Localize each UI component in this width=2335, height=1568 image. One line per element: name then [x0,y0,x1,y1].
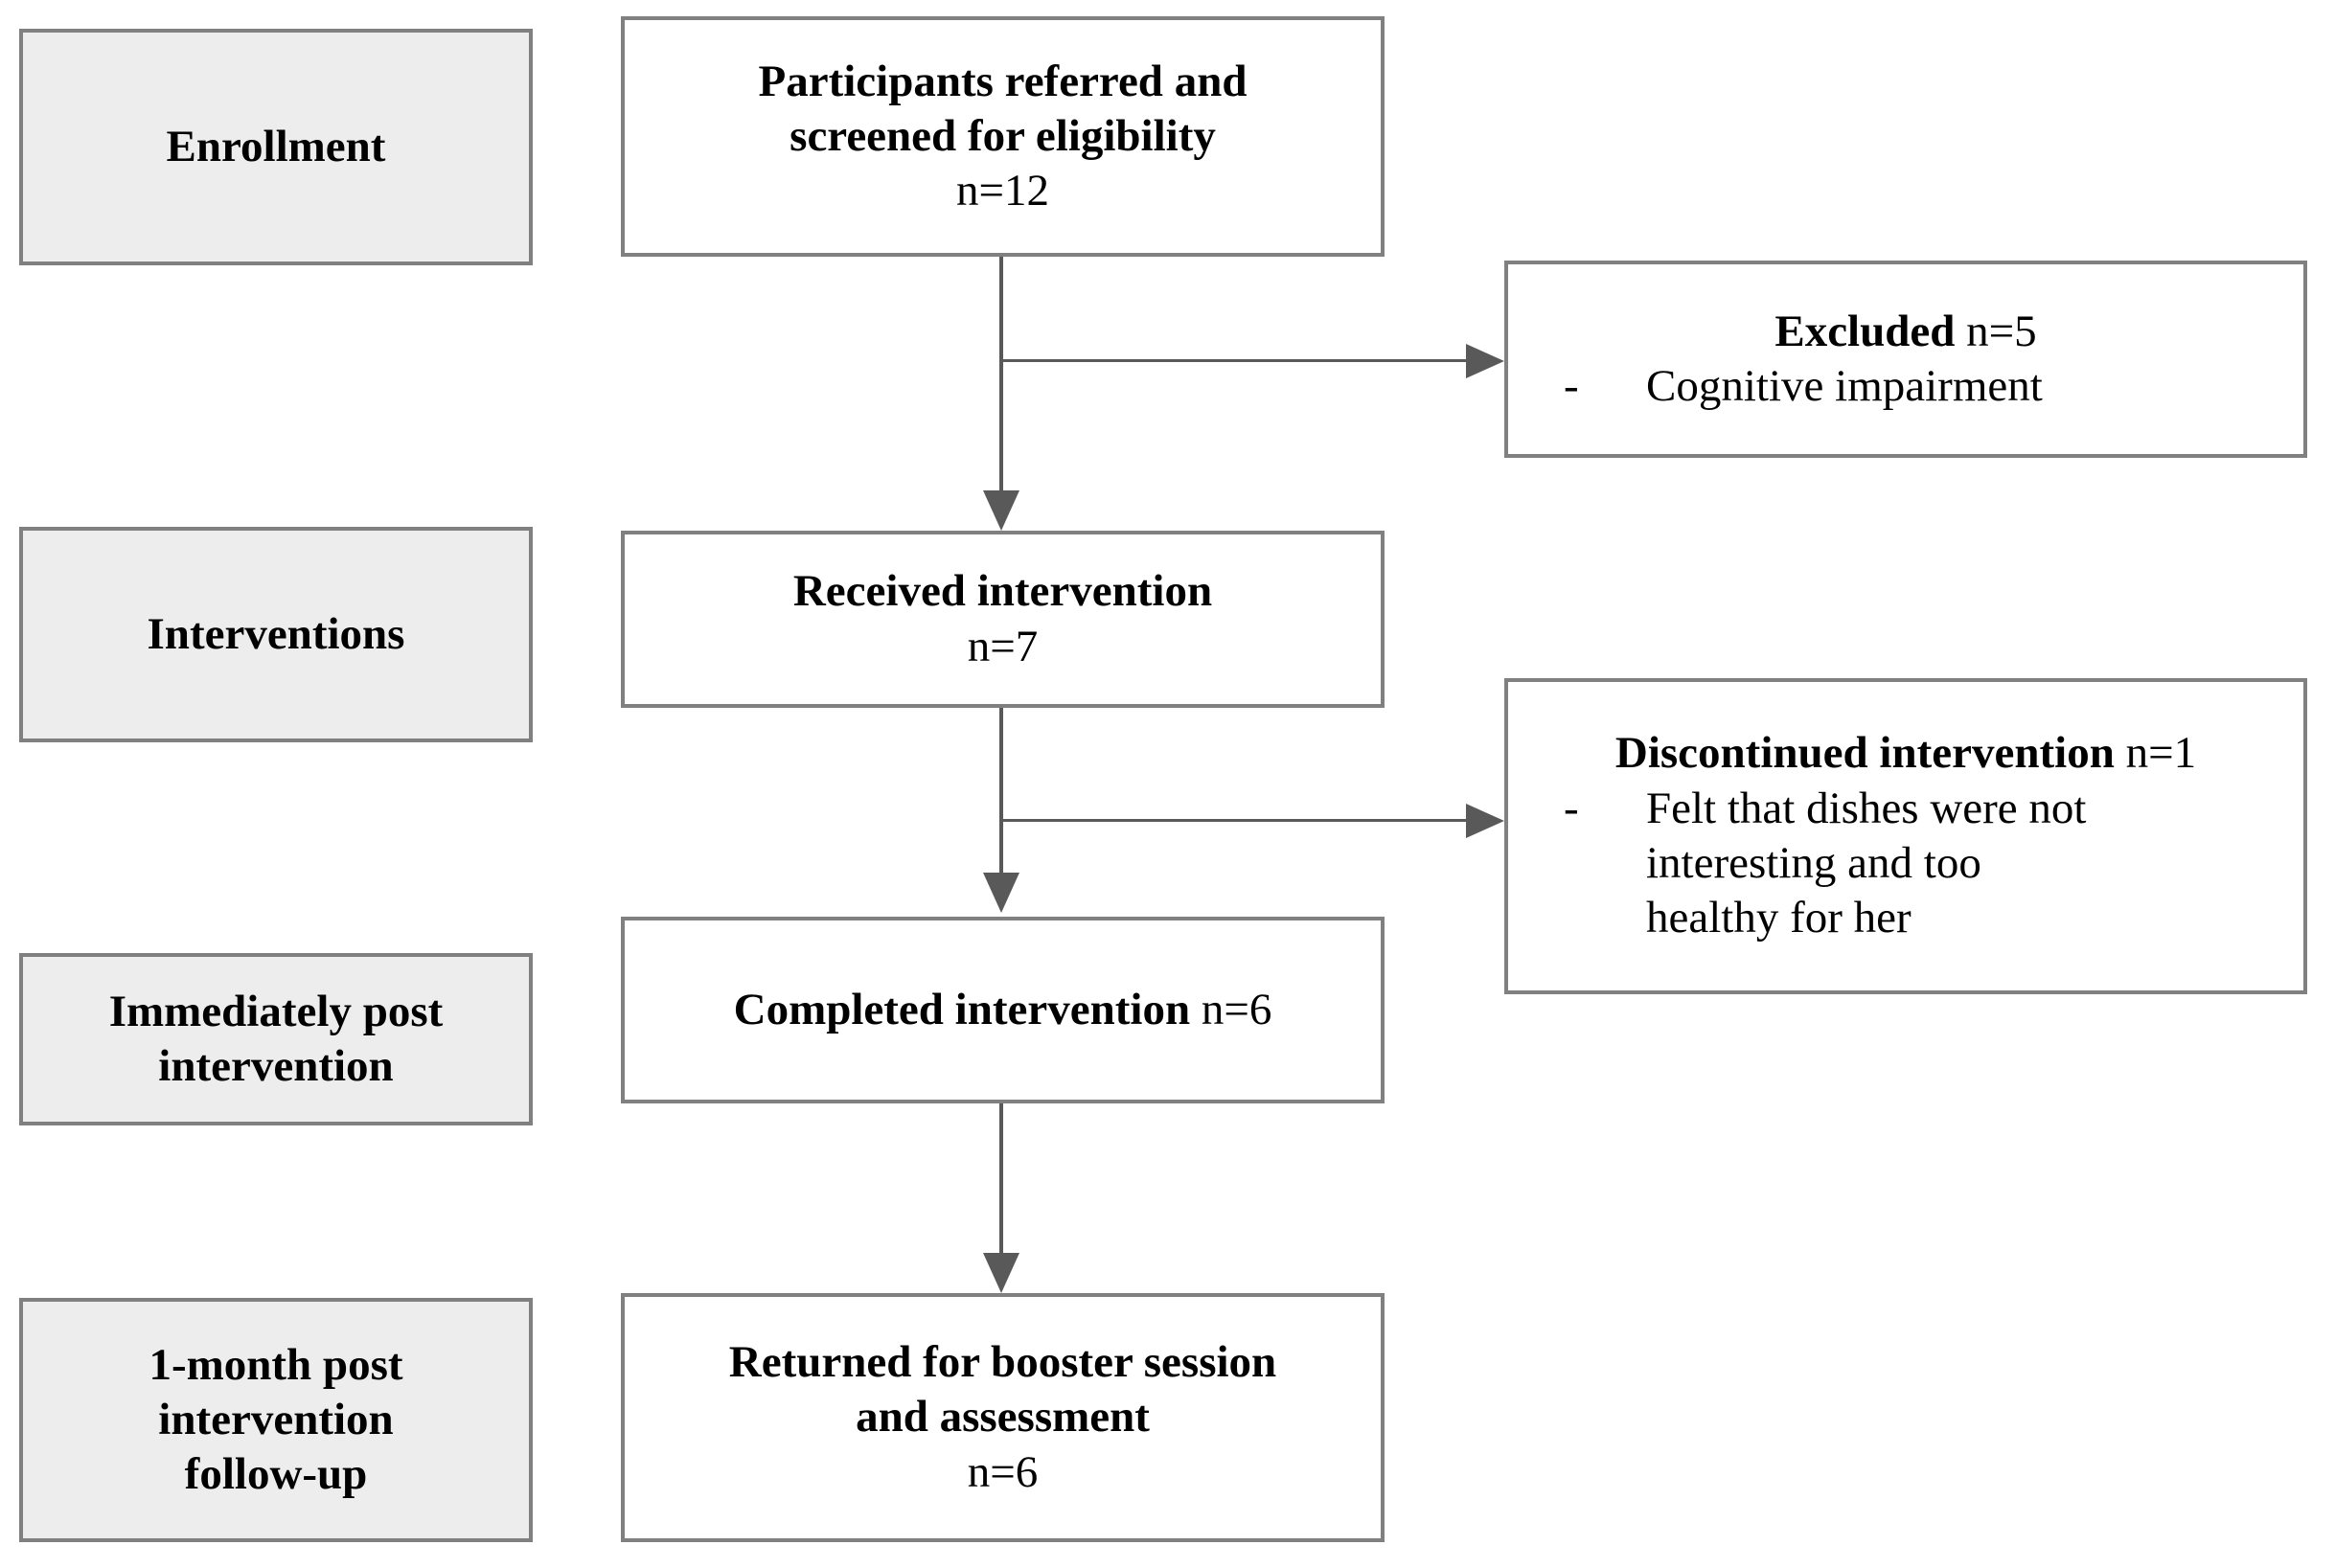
side-box-discontinued-label: Discontinued intervention [1614,728,2115,779]
stage-label-one-month-post-follow-up: 1-month post intervention follow-up [19,1298,533,1542]
arrowhead-completed-to-returned [983,1253,1019,1293]
flow-box-completed-line-1: Completed intervention n=6 [734,983,1272,1037]
stage-label-interventions: Interventions [19,527,533,742]
arrowhead-screened-to-excluded [1466,344,1504,378]
side-box-excluded-header: Excluded n=5 [1508,305,2303,359]
stage-label-one-month-line-3: follow-up [184,1449,368,1500]
stage-label-immediately-post-intervention: Immediately post intervention [19,953,533,1125]
flow-box-returned-n: n=6 [967,1446,1039,1497]
flow-box-screened-line-1: Participants referred and [758,56,1248,106]
side-box-discontinued-header: Discontinued intervention n=1 [1508,726,2303,781]
flow-box-screened-line-2: screened for eligibility [790,110,1216,161]
flow-box-returned-line-2: and assessment [856,1392,1150,1443]
arrowhead-screened-to-received [983,490,1019,531]
stage-label-one-month-line-1: 1-month post [149,1339,403,1390]
flow-box-completed-n: n=6 [1190,984,1272,1034]
stage-label-enrollment-line-1: Enrollment [166,121,386,171]
side-box-discontinued-n: n=1 [2114,728,2197,779]
bullet-dash-icon: - [1564,361,1579,411]
flow-box-received-n: n=7 [967,621,1039,671]
side-box-excluded-bullet: - Cognitive impairment [1508,359,2303,414]
stage-label-interventions-line-1: Interventions [147,608,405,659]
arrowhead-received-to-completed [983,873,1019,913]
connector-completed-to-returned [999,1103,1003,1260]
flow-box-received-line-1: Received intervention [792,566,1213,617]
bullet-dash-icon: - [1564,783,1579,833]
flow-box-completed-intervention: Completed intervention n=6 [621,917,1385,1103]
connector-received-to-completed [999,708,1003,878]
flow-box-screened-n: n=12 [955,166,1049,216]
side-box-discontinued-reason-line-3: healthy for her [1646,893,1911,943]
side-box-discontinued-bullet: - Felt that dishes were not interesting … [1508,782,2303,946]
stage-label-immediately-post-line-1: Immediately post [108,986,444,1036]
flow-box-returned-booster: Returned for booster session and assessm… [621,1293,1385,1542]
arrowhead-received-to-discontinued [1466,804,1504,838]
side-box-excluded-label: Excluded [1774,306,1956,356]
side-box-excluded-reason-line-1: Cognitive impairment [1646,361,2043,411]
side-box-excluded: Excluded n=5 - Cognitive impairment [1504,261,2307,458]
flow-box-received-intervention: Received intervention n=7 [621,531,1385,708]
flow-box-screened: Participants referred and screened for e… [621,16,1385,257]
side-box-discontinued-reason: Felt that dishes were not interesting an… [1646,782,2303,946]
connector-screened-to-received [999,257,1003,496]
stage-label-immediately-post-line-2: intervention [158,1041,394,1091]
flow-box-completed-label: Completed intervention [733,984,1191,1034]
connector-screened-to-excluded [1001,359,1468,362]
side-box-discontinued-reason-line-2: interesting and too [1646,838,1981,888]
stage-label-enrollment: Enrollment [19,29,533,265]
side-box-discontinued: Discontinued intervention n=1 - Felt tha… [1504,678,2307,994]
side-box-excluded-reason: Cognitive impairment [1646,359,2303,414]
side-box-discontinued-reason-line-1: Felt that dishes were not [1646,783,2087,833]
connector-received-to-discontinued [1001,819,1468,822]
stage-label-one-month-line-2: intervention [158,1394,394,1444]
side-box-excluded-n: n=5 [1955,306,2037,356]
flow-box-returned-line-1: Returned for booster session [728,1337,1277,1387]
